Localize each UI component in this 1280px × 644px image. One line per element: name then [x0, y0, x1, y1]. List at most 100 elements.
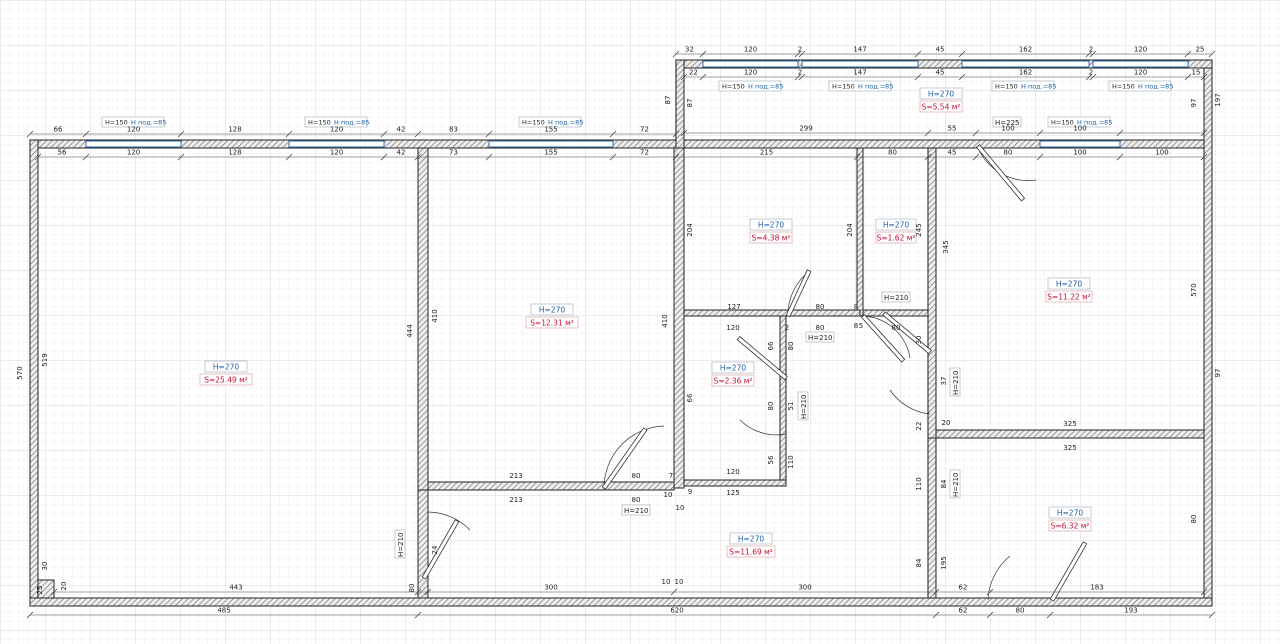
dim-balcony-top-7: 120 — [1134, 46, 1147, 54]
window-8-sill: Н под.=85 — [1077, 119, 1112, 127]
dim-top-inner-4: 42 — [397, 149, 406, 157]
door-labels: H=210 H=210 H=210 H=210 H=210 H=210 H=21… — [394, 116, 1022, 559]
window-7 — [1092, 60, 1189, 68]
dim-vertical-31: 20 — [60, 582, 68, 591]
dim-bottom-inner-2: 300 — [544, 584, 557, 592]
dim-vertical-18: 80 — [767, 402, 775, 411]
dim-bottom-inner-3: 300 — [798, 584, 811, 592]
dim-bottom-inner-0: 443 — [229, 584, 242, 592]
dim-vertical-13: 97 — [1190, 99, 1198, 108]
dim-inner-19: 325 — [1063, 420, 1076, 428]
window-4-height: H=150 — [722, 83, 745, 91]
room-wc: H=270 S=1.62 м² — [875, 218, 917, 244]
dim-top-inner-13: 100 — [1155, 149, 1168, 157]
window-2-height: H=150 — [308, 119, 331, 127]
dim-top-inner-1: 120 — [127, 149, 140, 157]
window-2-sill: Н под.=85 — [334, 119, 369, 127]
room-right-height: H=270 — [1056, 280, 1082, 289]
door-label-small: H=210 — [952, 473, 960, 498]
room-right-area: S=11.22 м² — [1047, 293, 1091, 302]
window-2 — [288, 140, 385, 148]
room-bath-height: H=270 — [720, 364, 746, 373]
dim-inner-5: 120 — [726, 324, 739, 332]
window-3-sill: Н под.=85 — [548, 119, 583, 127]
dim-balcony-inner-8: 15 — [1192, 69, 1201, 77]
dim-inner-8: 80 — [892, 324, 901, 332]
dim-top-inner-10: 45 — [948, 149, 957, 157]
door-label-bedroom: H=210 — [624, 507, 649, 515]
dim-top-outer-6: 155 — [544, 126, 557, 134]
dim-inner-15: 10 — [676, 504, 685, 512]
dim-vertical-9: 570 — [1190, 283, 1198, 296]
window-3 — [488, 140, 614, 148]
door-label-living: H=210 — [397, 533, 405, 558]
dim-vertical-27: 37 — [940, 377, 948, 386]
room-hall-area: S=11.69 м² — [729, 548, 773, 557]
dim-inner-7: 80 — [816, 324, 825, 332]
dim-vertical-19: 51 — [787, 402, 795, 411]
window-1 — [85, 140, 182, 148]
room-small-area: S=6.32 м² — [1051, 522, 1090, 531]
dim-vertical-20: 56 — [767, 455, 775, 464]
dim-inner-4: 5 — [859, 322, 863, 330]
room-balcony-area: S=5.54 м² — [922, 103, 961, 112]
dim-top-inner-7: 72 — [640, 149, 649, 157]
window-4 — [702, 60, 799, 68]
dim-vertical-6: 204 — [846, 223, 854, 237]
dim-bottom-outer-4: 193 — [1124, 607, 1137, 615]
dim-bottom-outer-0: 485 — [217, 607, 230, 615]
room-kitchen-area: S=4.38 м² — [752, 234, 791, 243]
dim-vertical-16: 66 — [767, 341, 775, 350]
window-1-sill: Н под.=85 — [131, 119, 166, 127]
window-6-height: H=150 — [995, 83, 1018, 91]
window-8 — [1039, 140, 1121, 148]
room-wc-area: S=1.62 м² — [877, 234, 916, 243]
dim-vertical-8: 345 — [942, 240, 950, 253]
room-bedroom-height: H=270 — [539, 306, 565, 315]
dim-inner-1: 80 — [816, 303, 825, 311]
dim-inner-22: 10 — [662, 578, 671, 586]
dim-vertical-5: 204 — [686, 223, 694, 237]
door-label-bath: H=210 — [800, 395, 808, 420]
dim-balcony-inner-6: 2 — [1089, 69, 1093, 77]
dim-balcony-inner-5: 162 — [1019, 69, 1032, 77]
dim-vertical-3: 410 — [431, 309, 439, 322]
dim-balcony-mid-1: 55 — [948, 125, 957, 133]
door-label-balcony: H=225 — [995, 119, 1020, 127]
dim-inner-2: 8 — [854, 303, 858, 311]
room-living-area: S=25.49 м² — [204, 376, 248, 385]
window-1-height: H=150 — [105, 119, 128, 127]
dim-inner-14: 10 — [664, 491, 673, 499]
dim-vertical-2: 444 — [406, 324, 414, 338]
dim-vertical-12: 87 — [686, 99, 694, 108]
dim-inner-12: 213 — [509, 496, 522, 504]
room-kitchen: H=270 S=4.38 м² — [749, 218, 793, 244]
room-balcony: H=270 S=5.54 м² — [919, 87, 963, 113]
dim-inner-10: 80 — [632, 472, 641, 480]
dim-top-inner-11: 80 — [1004, 149, 1013, 157]
dim-vertical-4: 410 — [661, 314, 669, 327]
window-5 — [801, 60, 919, 68]
door-label-wc: H=210 — [884, 294, 909, 302]
dim-vertical-28: 30 — [915, 336, 923, 345]
window-8-height: H=150 — [1051, 119, 1074, 127]
dim-inner-16: 9 — [688, 488, 692, 496]
dim-balcony-top-0: 32 — [685, 46, 694, 54]
windows — [85, 60, 1189, 148]
dim-balcony-top-2: 2 — [798, 46, 802, 54]
room-living: H=270 S=25.49 м² — [199, 360, 253, 386]
dim-vertical-29: 22 — [915, 422, 923, 431]
dim-top-outer-1: 120 — [127, 126, 140, 134]
dim-balcony-top-8: 25 — [1196, 46, 1205, 54]
room-labels: H=270 S=25.49 м² H=270 S=12.31 м² H=270 … — [199, 87, 1093, 558]
dim-inner-6: 2 — [785, 324, 789, 332]
dim-vertical-7: 245 — [915, 223, 923, 236]
dim-top-inner-0: 56 — [58, 149, 67, 157]
dim-vertical-34: 24 — [431, 545, 439, 554]
window-7-sill: Н под.=85 — [1138, 83, 1173, 91]
dim-vertical-1: 519 — [41, 353, 49, 366]
dim-balcony-top-4: 45 — [936, 46, 945, 54]
dim-balcony-mid-0: 299 — [799, 125, 812, 133]
dim-vertical-32: 25 — [36, 586, 44, 595]
